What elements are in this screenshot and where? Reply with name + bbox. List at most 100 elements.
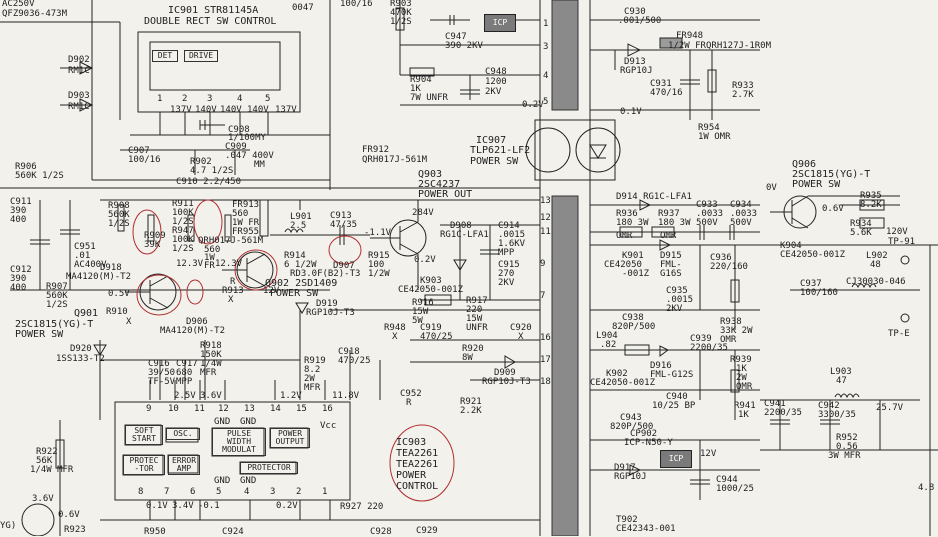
ic903-pin: 13 — [244, 404, 255, 414]
q901-ref: Q901 — [74, 308, 99, 319]
d919-ref: D919 — [316, 299, 338, 309]
r916-rating: 5W — [412, 316, 423, 326]
r939-type: OMR — [736, 382, 753, 392]
ic903-pin: 6 — [190, 487, 196, 497]
r948-ref: R948 — [384, 323, 406, 333]
voltage: 25.7V — [876, 403, 904, 413]
t902-ref: T902 — [616, 515, 638, 525]
c911-ref: C911 — [10, 197, 32, 207]
ic901-pin-volt: 140V — [195, 105, 217, 115]
l901-value: 2.5 — [290, 221, 307, 231]
r903-value: 470K — [390, 8, 412, 18]
label: MM — [254, 160, 265, 170]
k901-ref: K901 — [622, 251, 644, 261]
ic901-pin: 5 — [265, 94, 271, 104]
ic901-ref: IC901 STR81145A — [168, 5, 259, 16]
c942-ref: C942 — [818, 401, 840, 411]
d909-ref: D909 — [494, 368, 516, 378]
ic901-pin-volt: 140V — [247, 105, 269, 115]
q902-desc: POWER SW — [270, 288, 319, 299]
t-pin: 5 — [543, 97, 549, 107]
r947-ref: R947 — [172, 226, 194, 236]
r952-value: 0.56 — [836, 442, 858, 452]
diode-part: RM1C — [68, 102, 90, 112]
r920-ref: R920 — [462, 344, 484, 354]
ic901-pin: 1 — [157, 94, 163, 104]
c907-ref: C907 — [128, 146, 150, 156]
fr948-ref: FR948 — [676, 31, 704, 41]
ic903-desc: CONTROL — [396, 481, 439, 492]
q903-desc: POWER OUT — [418, 189, 473, 200]
r947-rating: 1/2S — [172, 244, 194, 254]
voltage: 3.6V — [32, 494, 54, 504]
r917-rating: 15W — [466, 314, 483, 324]
r917-value: 220 — [466, 305, 483, 315]
c939-value: 2200/35 — [690, 343, 728, 353]
r910-ref: R910 — [106, 307, 128, 317]
r922-value: 56K — [36, 456, 53, 466]
k903-part: CE42050-001Z — [398, 285, 464, 295]
r954-value: 1W OMR — [698, 132, 731, 142]
r921-value: 2.2K — [460, 406, 482, 416]
fr912-ref: FR912 — [362, 145, 390, 155]
c919-ref: C919 — [420, 323, 442, 333]
c948-rating: 2KV — [485, 87, 502, 97]
c938-value: 820P/500 — [612, 322, 656, 332]
label: 100/16 — [340, 0, 373, 9]
q906-ref: Q906 — [792, 159, 817, 170]
r918-rating: 1/4W — [200, 359, 222, 369]
ic903-pin: 10 — [168, 404, 179, 414]
ic903-volt: 1.2V — [280, 391, 302, 401]
c916-rating: TF-5V — [148, 377, 176, 387]
t-pin: 13 — [540, 196, 551, 206]
d908-ref: D908 — [450, 221, 472, 231]
r915-value: 100 — [368, 260, 385, 270]
c931-ref: C931 — [650, 79, 672, 89]
c930-value: .001/500 — [618, 16, 662, 26]
ic903-block-error-amp: ERROR AMP — [168, 455, 200, 475]
ic901-pin: 3 — [207, 94, 213, 104]
d906-part: MA4120(M)-T2 — [160, 326, 226, 336]
voltage: 0.1V — [620, 107, 642, 117]
voltage: 0.6V — [822, 204, 844, 214]
c908-ref: C908 — [228, 125, 250, 135]
r938-value: 33K 2W — [720, 326, 753, 336]
r908-rating: 1/2S — [108, 219, 130, 229]
ic903-pin: 3 — [270, 487, 276, 497]
r937-ref: R937 — [658, 209, 680, 219]
r918-ref: R918 — [200, 341, 222, 351]
r937-value: 180 3W — [658, 218, 691, 228]
ic903-pin: 15 — [296, 404, 307, 414]
d918-ref: D918 — [100, 263, 122, 273]
c911-rating: 400 — [10, 215, 27, 225]
label: R — [406, 398, 412, 408]
r919-type: MFR — [304, 383, 321, 393]
r921-ref: R921 — [460, 397, 482, 407]
q901-part: 2SC1815(YG)-T — [15, 319, 94, 330]
c917-ref: C917 — [176, 359, 198, 369]
ic903-part: TEA2261 — [396, 459, 439, 470]
tp91-label: TP-91 — [888, 237, 916, 247]
r911-rating: 1/2S — [172, 217, 194, 227]
t-pin: 7 — [540, 291, 546, 301]
ic903-volt: 11.8V — [332, 391, 360, 401]
ic901-pin-volt: 137V — [170, 105, 192, 115]
ic903-block-power-output: POWER OUTPUT — [270, 428, 310, 448]
voltage: 12.3V — [176, 259, 204, 269]
ic903-block-protector: PROTECTOR — [240, 462, 298, 474]
l902-part: CJ30030-046 — [846, 277, 906, 287]
q901-desc: POWER SW — [15, 329, 64, 340]
q906-part: 2SC1815(YG)-T — [792, 169, 871, 180]
c933-ref: C933 — [696, 200, 718, 210]
l903-ref: L903 — [830, 367, 852, 377]
r935-ref: R935 — [860, 191, 882, 201]
t-pin: 4 — [543, 71, 549, 81]
fr948-part: QRH127J-1R0M — [706, 41, 772, 51]
r915-rating: 1/2W — [368, 269, 390, 279]
c914-value: .0015 — [498, 230, 526, 240]
r915-ref: R915 — [368, 251, 390, 261]
d913-part: RGP10J — [620, 66, 653, 76]
fr948-value: 1/2W FR — [668, 41, 706, 51]
ic903-block-protector-left: PROTEC -TOR — [123, 455, 165, 475]
